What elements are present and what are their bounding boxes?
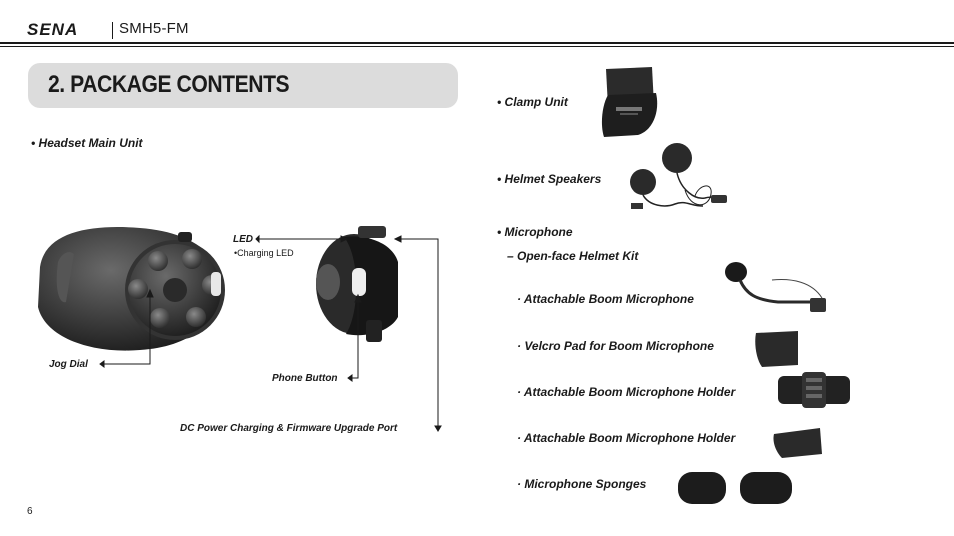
led-label: LED: [233, 234, 253, 245]
charging-led-label: •Charging LED: [234, 248, 294, 258]
headset-front-image: [38, 227, 225, 351]
section-title: 2. PACKAGE CONTENTS: [48, 71, 290, 98]
boom-mic-holder-pad-image: [773, 428, 822, 458]
header-rule-thin: [0, 46, 954, 47]
kit-item-label: · Microphone Sponges: [517, 477, 647, 491]
kit-item-label: · Attachable Boom Microphone: [517, 292, 694, 306]
microphone-label: • Microphone: [497, 225, 573, 239]
kit-item-label: · Velcro Pad for Boom Microphone: [517, 339, 714, 353]
jog-dial-label: Jog Dial: [49, 359, 88, 370]
dc-port-label: DC Power Charging & Firmware Upgrade Por…: [180, 423, 398, 434]
open-face-kit-label: – Open-face Helmet Kit: [507, 249, 639, 263]
headset-main-unit-label: • Headset Main Unit: [31, 136, 143, 150]
page-number: 6: [27, 506, 33, 517]
microphone-sponges-image: [678, 472, 792, 504]
velcro-pad-image: [755, 331, 798, 367]
header-rule-thick: [0, 42, 954, 44]
sena-logo: SENA: [27, 20, 78, 39]
boom-microphone-image: [725, 262, 826, 312]
kit-item-label: · Attachable Boom Microphone Holder: [517, 385, 736, 399]
helmet-speakers-label: • Helmet Speakers: [497, 172, 602, 186]
model-name: SMH5-FM: [119, 20, 189, 37]
clamp-unit-label: • Clamp Unit: [497, 95, 568, 109]
kit-item-label: · Attachable Boom Microphone Holder: [517, 431, 736, 445]
sena-logo-text: SENA: [27, 20, 78, 39]
phone-button-label: Phone Button: [272, 373, 338, 384]
helmet-speakers-image: [630, 143, 727, 209]
header-separator: [112, 22, 113, 39]
boom-mic-holder-image: [778, 372, 850, 408]
clamp-unit-image: [601, 67, 658, 137]
section-title-bar: [28, 63, 458, 108]
